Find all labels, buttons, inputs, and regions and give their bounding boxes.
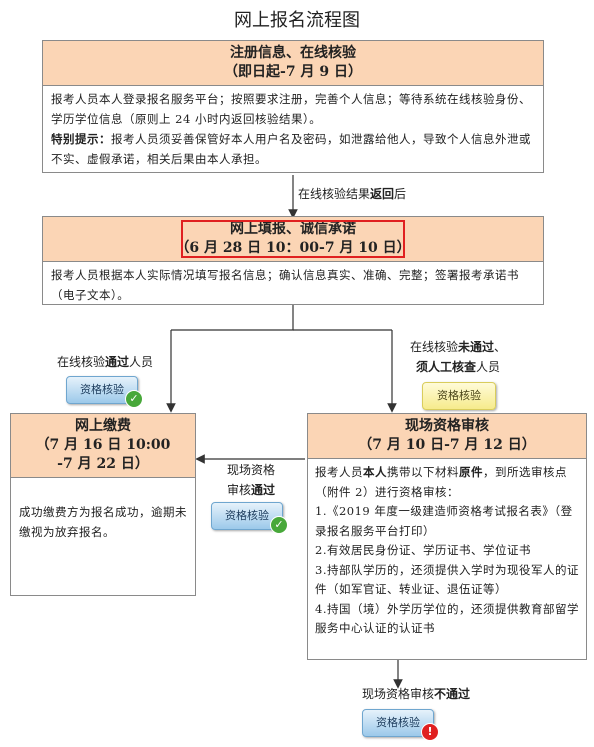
step3-body: 成功缴费方为报名成功，逾期未缴视为放弃报名。 <box>19 505 187 539</box>
verify-badge-pending: 资格核验 <box>422 382 496 410</box>
step4-title: 现场资格审核 <box>405 418 489 434</box>
warning-icon: ! <box>421 723 439 741</box>
step4-box: 现场资格审核 （7 月 10 日-7 月 12 日） 报考人员本人携带以下材料原… <box>307 413 587 660</box>
onsite-pass-label: 现场资格 审核通过 <box>226 463 276 497</box>
step1-body: 报考人员本人登录报名服务平台；按照要求注册，完善个人信息；等待系统在线核验身份、… <box>43 86 543 172</box>
verify-badge-onsite-fail: 资格核验 ! <box>362 709 439 741</box>
step4-item-3: 3.持部队学历的，还须提供入学时为现役军人的证件（如军官证、转业证、退伍证等） <box>315 562 579 597</box>
step1-tip: 特别提示：报考人员须妥善保管好本人用户名及密码，如泄露给他人，导致个人信息外泄或… <box>51 129 535 169</box>
step4-body: 报考人员本人携带以下材料原件，到所选审核点（附件 2）进行资格审核： 1.《20… <box>308 459 586 643</box>
step4-header: 现场资格审核 （7 月 10 日-7 月 12 日） <box>308 414 586 459</box>
step1-box: 注册信息、在线核验 （即日起-7 月 9 日） 报考人员本人登录报名服务平台；按… <box>42 40 544 173</box>
step4-intro: 报考人员本人携带以下材料原件，到所选审核点（附件 2）进行资格审核： <box>315 465 567 499</box>
step1-text: 报考人员本人登录报名服务平台；按照要求注册，完善个人信息；等待系统在线核验身份、… <box>51 92 531 126</box>
step1-period: （即日起-7 月 9 日） <box>224 64 362 80</box>
step1-header: 注册信息、在线核验 （即日起-7 月 9 日） <box>43 41 543 86</box>
step4-item-2: 2.有效居民身份证、学历证书、学位证书 <box>315 543 531 557</box>
step3-box: 网上缴费 （7 月 16 日 10:00 -7 月 22 日） 成功缴费方为报名… <box>10 413 196 596</box>
step2-highlight-frame <box>181 220 405 258</box>
check-icon: ✓ <box>125 390 143 408</box>
split-line <box>171 305 294 331</box>
arrow1-label: 在线核验结果返回后 <box>298 187 407 201</box>
fail-label: 在线核验未通过、 须人工核查人员 <box>409 340 507 374</box>
check-icon: ✓ <box>270 516 288 534</box>
step4-period: （7 月 10 日-7 月 12 日） <box>358 437 536 453</box>
step1-tip-text: 报考人员须妥善保管好本人用户名及密码，如泄露给他人，导致个人信息外泄或不实、虚假… <box>51 132 531 166</box>
step3-title: 网上缴费 <box>75 418 131 434</box>
page-title: 网上报名流程图 <box>234 10 360 31</box>
verify-badge-pass: 资格核验 ✓ <box>66 376 143 408</box>
step2-body: 报考人员根据本人实际情况填写报名信息；确认信息真实、准确、完整；签署报考承诺书（… <box>51 268 519 302</box>
step2-header: 网上填报、诚信承诺 （6 月 28 日 10：00-7 月 10 日） <box>43 217 543 262</box>
step1-tip-label: 特别提示： <box>51 132 111 146</box>
step4-item-1: 1.《2019 年度一级建造师资格考试报名表》（登录报名服务平台打印） <box>315 504 573 538</box>
verify-badge-onsite-pass: 资格核验 ✓ <box>211 502 288 534</box>
onsite-fail-label: 现场资格审核不通过 <box>361 687 471 701</box>
step2-title: 网上填报、诚信承诺 <box>230 221 356 237</box>
step2-box: 网上填报、诚信承诺 （6 月 28 日 10：00-7 月 10 日） 报考人员… <box>42 216 544 305</box>
step2-period: （6 月 28 日 10：00-7 月 10 日） <box>175 240 411 256</box>
step3-header: 网上缴费 （7 月 16 日 10:00 -7 月 22 日） <box>11 414 195 478</box>
step3-period2: -7 月 22 日） <box>57 456 149 472</box>
step3-period1: （7 月 16 日 10:00 <box>35 437 171 453</box>
pass-label: 在线核验通过人员 <box>56 355 154 369</box>
step1-title: 注册信息、在线核验 <box>230 45 356 61</box>
step4-item-4: 4.持国（境）外学历学位的，还须提供教育部留学服务中心认证的认证书 <box>315 601 579 636</box>
